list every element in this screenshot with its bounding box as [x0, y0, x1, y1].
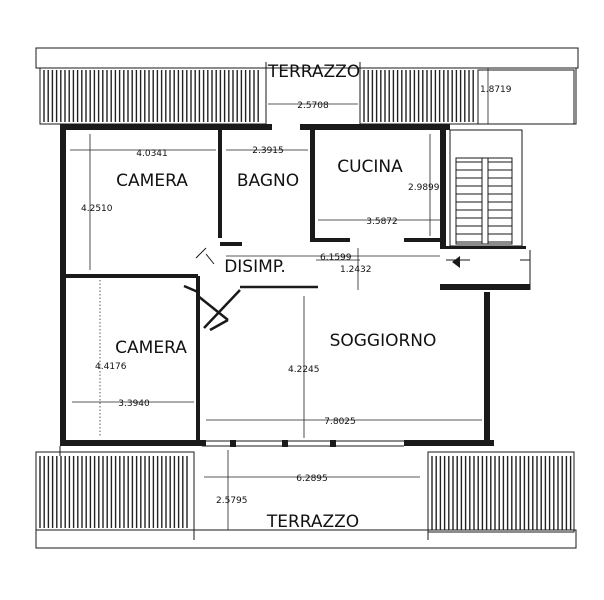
dim-terrazzo-top-width: 2.5708 — [297, 101, 329, 111]
bottom-terrace-structure — [35, 446, 577, 549]
top-terrace-structure — [35, 47, 579, 125]
dim-terrazzo-bottom-width: 6.2895 — [296, 474, 328, 484]
room-label-soggiorno: SOGGIORNO — [330, 331, 437, 351]
dim-soggiorno-width: 7.8025 — [324, 417, 356, 427]
room-label-cucina: CUCINA — [337, 157, 403, 177]
outer-walls — [60, 124, 530, 446]
dim-camera-bottom-width: 3.3940 — [118, 399, 150, 409]
staircase — [446, 129, 531, 290]
interior-walls — [66, 130, 444, 446]
room-label-bagno: BAGNO — [237, 171, 299, 191]
top-terrace-hatch-left — [43, 70, 259, 122]
dim-bagno-width: 2.3915 — [252, 146, 284, 156]
room-label-terrazzo-bottom: TERRAZZO — [266, 512, 359, 532]
stair-steps — [456, 161, 512, 243]
bottom-windows — [202, 440, 404, 447]
top-terrace-hatch-right — [363, 70, 474, 122]
dim-camera-top-depth: 4.2510 — [81, 204, 113, 214]
stair-arrow-icon — [452, 256, 460, 268]
dim-cucina-depth: 2.9899 — [408, 183, 440, 193]
room-label-camera-bottom: CAMERA — [115, 338, 187, 358]
dim-disimp-depth: 1.2432 — [340, 265, 372, 275]
bottom-terrace-hatch-right — [431, 456, 572, 530]
dim-camera-bottom-depth: 4.4176 — [95, 362, 127, 372]
dim-terrazzo-bottom-depth: 2.5795 — [216, 496, 248, 506]
room-label-camera-top: CAMERA — [116, 171, 188, 191]
room-label-terrazzo-top: TERRAZZO — [267, 62, 360, 82]
dim-soggiorno-depth: 4.2245 — [288, 365, 320, 375]
dim-camera-top-width: 4.0341 — [136, 149, 168, 159]
dimension-lines — [70, 68, 489, 530]
dim-cucina-width: 3.5872 — [366, 217, 398, 227]
bottom-terrace-hatch-left — [39, 456, 188, 528]
dim-disimp-width: 6.1599 — [320, 253, 352, 263]
room-label-disimp: DISIMP. — [224, 257, 286, 277]
dim-terrazzo-top-depth: 1.8719 — [480, 85, 512, 95]
